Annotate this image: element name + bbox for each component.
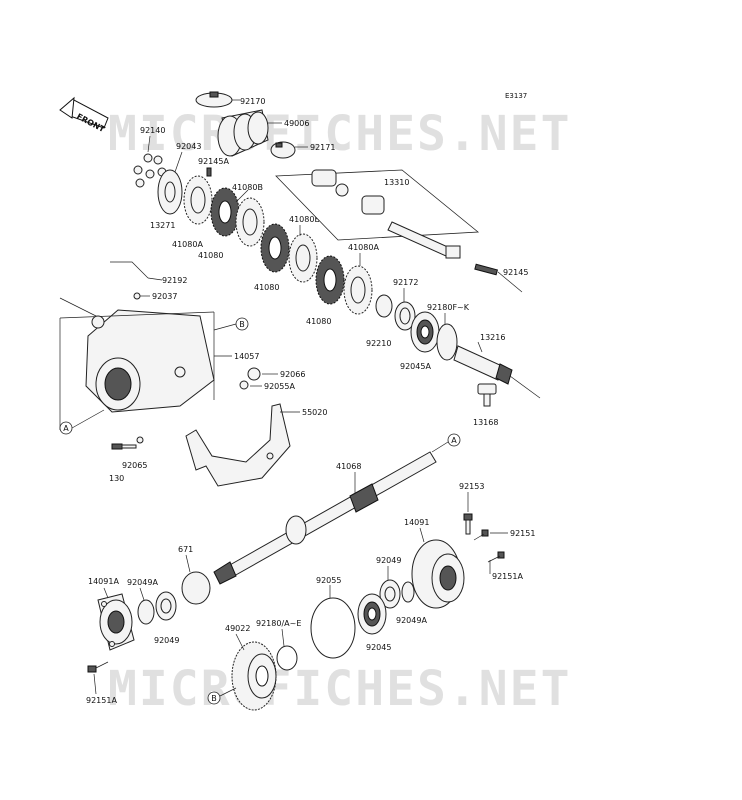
bracket-55020-icon — [185, 403, 291, 487]
label-13216: 13216 — [480, 333, 505, 342]
label-13310: 13310 — [384, 178, 409, 187]
front-arrow-icon — [59, 96, 109, 129]
diagram-code: E3137 — [505, 92, 527, 100]
label-92171: 92171 — [310, 143, 335, 152]
label-92066: 92066 — [280, 370, 305, 379]
pinion-13216-icon — [453, 345, 513, 385]
ball-92140-icon — [133, 153, 167, 188]
label-41080B-1: 41080B — [232, 183, 263, 192]
label-92049-right: 92049 — [376, 556, 401, 565]
bearing-92045-icon — [357, 593, 387, 635]
carrier-14091a-icon — [97, 593, 135, 651]
label-92055: 92055 — [316, 576, 341, 585]
label-92151A-left: 92151A — [86, 696, 117, 705]
ref-marker-b-lower — [207, 691, 221, 705]
clutch-plate-41080b-2-icon — [288, 233, 318, 283]
label-92145A: 92145A — [198, 157, 229, 166]
bolt-92153-icon — [463, 513, 473, 535]
friction-disc-41080-3-icon — [315, 255, 345, 305]
label-14057: 14057 — [234, 352, 259, 361]
drive-shaft-41068-icon — [213, 451, 437, 585]
shaft-assembly-13310-icon — [275, 169, 480, 259]
label-92043: 92043 — [176, 142, 201, 151]
label-92180F-K: 92180F~K — [427, 303, 470, 312]
pin-92145A-icon — [206, 167, 212, 177]
o-ring-671-icon — [181, 571, 211, 605]
label-92153: 92153 — [459, 482, 484, 491]
label-92170: 92170 — [240, 97, 265, 106]
shim-92180f-k-icon — [436, 323, 458, 361]
washer-92210-icon — [375, 294, 393, 318]
label-41068: 41068 — [336, 462, 361, 471]
label-41080A-2: 41080A — [348, 243, 379, 252]
boot-49006-icon — [217, 109, 269, 157]
label-92145: 92145 — [503, 268, 528, 277]
label-55020: 55020 — [302, 408, 327, 417]
ring-gear-49022-icon — [231, 641, 277, 711]
label-41080-2: 41080 — [254, 283, 279, 292]
label-671: 671 — [178, 545, 193, 554]
ref-marker-b-upper-label: B — [239, 320, 245, 329]
label-92055A: 92055A — [264, 382, 295, 391]
housing-14057-icon — [85, 309, 215, 413]
friction-disc-41080-2-icon — [260, 223, 290, 273]
clutch-plate-41080a-1-icon — [183, 175, 213, 225]
label-14091: 14091 — [404, 518, 429, 527]
friction-disc-41080-1-icon — [210, 187, 240, 237]
label-92140: 92140 — [140, 126, 165, 135]
coupler-13168-icon — [477, 383, 497, 407]
label-92045: 92045 — [366, 643, 391, 652]
clutch-plate-41080b-1-icon — [235, 197, 265, 247]
label-41080-1: 41080 — [198, 251, 223, 260]
clamp-92170-icon — [195, 91, 233, 108]
bolt-92145-icon — [474, 263, 499, 276]
clip-92037-icon — [133, 292, 141, 300]
ref-marker-a-left-label: A — [63, 424, 69, 433]
o-ring-92055-icon — [310, 597, 356, 659]
label-49022: 49022 — [225, 624, 250, 633]
washer-92065-icon — [136, 436, 144, 444]
watermark-top: MICROFICHES.NET — [108, 106, 571, 162]
bearing-92045a-icon — [410, 311, 440, 353]
breather-92192-icon — [110, 261, 149, 279]
carrier-14091-icon — [411, 539, 465, 609]
label-41080-3: 41080 — [306, 317, 331, 326]
label-14091A: 14091A — [88, 577, 119, 586]
clamp-92171-icon — [270, 141, 296, 159]
bolt-92151a-left-icon — [87, 661, 109, 673]
label-92045A: 92045A — [400, 362, 431, 371]
plug-92066-icon — [247, 367, 261, 381]
label-13168: 13168 — [473, 418, 498, 427]
ref-marker-a-right-label: A — [451, 436, 457, 445]
label-92049-left: 92049 — [154, 636, 179, 645]
label-41080A-1: 41080A — [172, 240, 203, 249]
label-92172: 92172 — [393, 278, 418, 287]
label-130: 130 — [109, 474, 124, 483]
label-49006: 49006 — [284, 119, 309, 128]
ref-marker-a-right — [447, 433, 461, 447]
label-92151: 92151 — [510, 529, 535, 538]
nut-icon — [91, 315, 105, 329]
bolt-92151a-right-icon — [487, 551, 505, 563]
label-92192: 92192 — [162, 276, 187, 285]
bolt-92151-icon — [473, 529, 489, 541]
label-41080B-2: 41080B — [289, 215, 320, 224]
label-13271: 13271 — [150, 221, 175, 230]
label-92180-A-E: 92180/A~E — [256, 619, 301, 628]
label-92210: 92210 — [366, 339, 391, 348]
watermark-bottom: MICROFICHES.NET — [108, 661, 571, 717]
gasket-92055a-icon — [239, 380, 249, 390]
label-92049A-left: 92049A — [127, 578, 158, 587]
clutch-plate-41080a-2-icon — [343, 265, 373, 315]
ref-marker-b-lower-label: B — [211, 694, 217, 703]
label-92065: 92065 — [122, 461, 147, 470]
label-92151A-right: 92151A — [492, 572, 523, 581]
washer-92049a-right-icon — [401, 581, 415, 603]
washer-92049a-left-icon — [137, 599, 155, 625]
shim-92180-a-e-icon — [276, 645, 298, 671]
label-92037: 92037 — [152, 292, 177, 301]
bolt-130-icon — [111, 443, 137, 450]
label-92049A-right: 92049A — [396, 616, 427, 625]
